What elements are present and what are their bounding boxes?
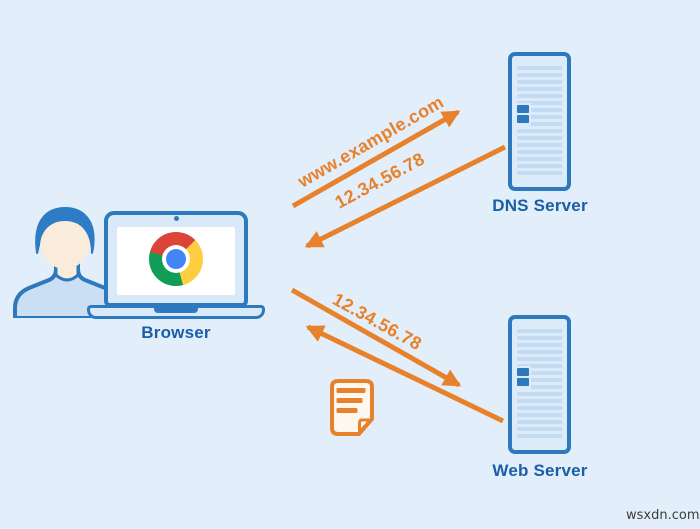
person-hair: [35, 207, 95, 254]
server-led-icon: [517, 368, 529, 376]
laptop-base-notch: [154, 308, 198, 313]
watermark: wsxdn.com: [626, 508, 700, 523]
document-line: [336, 398, 363, 403]
web-request-label: 12.34.56.78: [329, 288, 426, 355]
document-line: [336, 408, 358, 413]
laptop-base: [87, 305, 265, 319]
web-server-icon: [508, 315, 571, 454]
person-face: [39, 213, 91, 269]
web-server-label: Web Server: [492, 461, 588, 480]
document-fold: [358, 418, 372, 434]
server-stripes: [517, 66, 562, 177]
server-stripes: [517, 329, 562, 440]
server-led-icon: [517, 378, 529, 386]
dns-server-label: DNS Server: [492, 196, 588, 215]
chrome-logo-center: [166, 249, 186, 269]
server-led-icon: [517, 105, 529, 113]
arrow-web-request-icon: [290, 287, 462, 388]
webcam-dot-icon: [174, 216, 179, 221]
dns-server-icon: [508, 52, 571, 191]
browser-label: Browser: [141, 323, 211, 342]
document-line: [336, 388, 366, 393]
person-icon: [13, 207, 118, 318]
server-led-icon: [517, 115, 529, 123]
document-icon: [330, 379, 374, 436]
chrome-logo-icon: [149, 232, 203, 286]
